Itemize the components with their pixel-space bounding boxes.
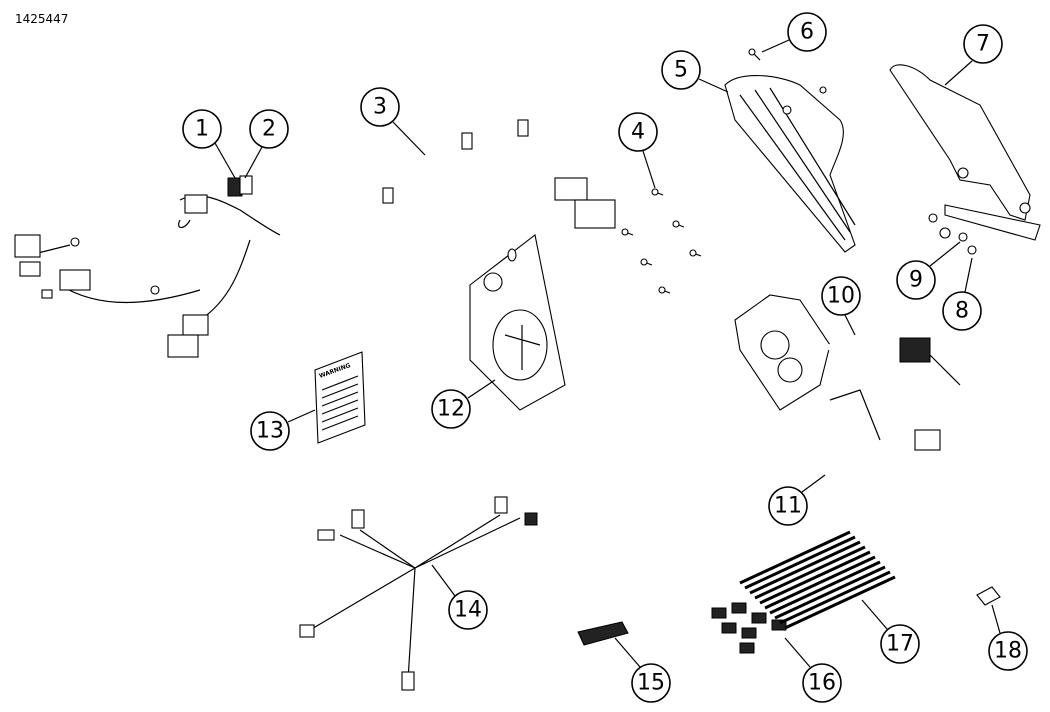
callout-9: 9 — [896, 260, 936, 300]
nut-part-8 — [967, 245, 977, 255]
warning-label-part-13: WARNING — [314, 351, 366, 444]
svg-text:7: 7 — [976, 32, 990, 57]
svg-text:10: 10 — [827, 284, 855, 309]
svg-text:17: 17 — [886, 632, 914, 657]
nut-part-9 — [928, 213, 938, 223]
connector-part-2 — [239, 175, 253, 195]
callout-2: 2 — [249, 109, 289, 149]
callout-15: 15 — [631, 663, 671, 703]
callout-14: 14 — [448, 590, 488, 630]
svg-text:11: 11 — [774, 494, 802, 519]
screws — [621, 188, 702, 294]
main-wiring-harness — [14, 119, 616, 358]
svg-text:1: 1 — [195, 117, 209, 142]
callout-11: 11 — [768, 486, 808, 526]
svg-text:5: 5 — [674, 58, 688, 83]
callout-16: 16 — [802, 663, 842, 703]
module-part-10 — [734, 294, 961, 411]
leader-lines — [214, 39, 1001, 668]
svg-text:12: 12 — [437, 397, 465, 422]
svg-text:16: 16 — [808, 671, 836, 696]
callout-12: 12 — [431, 389, 471, 429]
callout-8: 8 — [942, 291, 982, 331]
svg-text:8: 8 — [955, 299, 969, 324]
callout-3: 3 — [360, 87, 400, 127]
callout-7: 7 — [963, 24, 1003, 64]
svg-text:4: 4 — [631, 120, 645, 145]
svg-text:3: 3 — [373, 95, 387, 120]
tie-mounts-part-16 — [711, 602, 787, 654]
callout-18: 18 — [988, 631, 1028, 671]
fuse-part-18 — [976, 586, 1001, 606]
svg-text:14: 14 — [454, 598, 482, 623]
callout-13: 13 — [250, 411, 290, 451]
callout-5: 5 — [661, 50, 701, 90]
callout-1: 1 — [182, 109, 222, 149]
harness-part-14 — [299, 496, 538, 691]
svg-text:13: 13 — [256, 419, 284, 444]
svg-text:9: 9 — [909, 268, 923, 293]
callout-4: 4 — [618, 112, 658, 152]
svg-text:6: 6 — [800, 20, 814, 45]
callout-6: 6 — [787, 12, 827, 52]
cover-part-5 — [724, 75, 856, 253]
svg-text:18: 18 — [994, 639, 1022, 664]
harness-part-11 — [810, 389, 941, 476]
callout-10: 10 — [821, 276, 861, 316]
gasket-part-12 — [469, 234, 566, 411]
strip-part-15 — [577, 621, 629, 646]
callout-17: 17 — [880, 624, 920, 664]
svg-text:15: 15 — [637, 671, 665, 696]
cable-ties-part-17 — [739, 530, 896, 630]
svg-text:2: 2 — [262, 117, 276, 142]
document-id: 1425447 — [15, 12, 69, 26]
bracket-part-7 — [889, 64, 1041, 241]
